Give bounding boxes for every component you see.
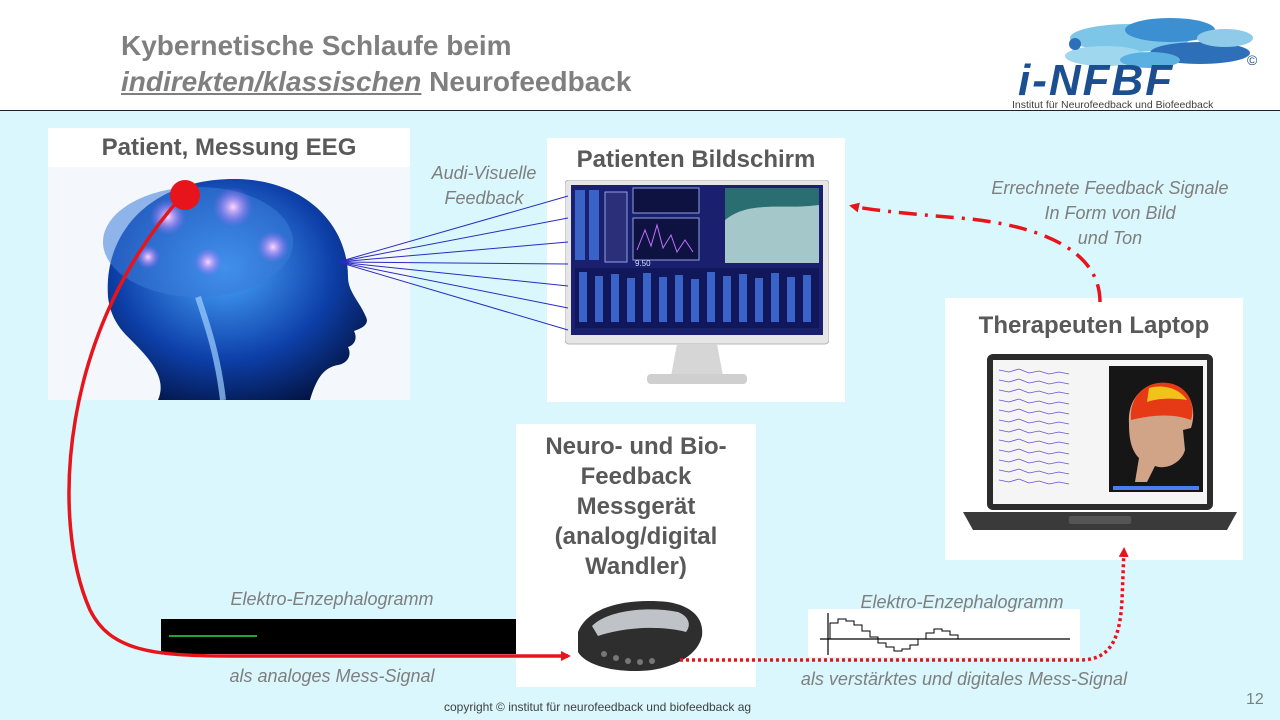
eeg-analog-strip: [161, 619, 516, 654]
logo-subtitle: Institut für Neurofeedback und Biofeedba…: [1012, 99, 1214, 111]
logo: i-NFBF © Institut für Neurofeedback und …: [1010, 8, 1272, 112]
footer-copyright: copyright © institut für neurofeedback u…: [444, 700, 752, 714]
page-number: 12: [1246, 691, 1264, 708]
device-label: Neuro- und Bio- Feedback Messgerät (anal…: [516, 432, 756, 582]
note-line: In Form von Bild: [1044, 203, 1176, 223]
note-line: Errechnete Feedback Signale: [991, 178, 1229, 198]
digital-signal-arrow: [680, 547, 1129, 662]
note-audio-visual: Audi-Visuelle Feedback: [410, 161, 558, 211]
analog-signal-arrow: [67, 193, 571, 661]
screen-label: Patienten Bildschirm: [576, 146, 816, 173]
device-panel: Neuro- und Bio- Feedback Messgerät (anal…: [516, 424, 756, 687]
note-line: und Ton: [1077, 228, 1143, 248]
note-eeg-left-top: Elektro-Enzephalogramm: [230, 589, 434, 609]
patient-panel: Patient, Messung EEG: [48, 128, 410, 400]
screen-level-value: 9.50: [635, 259, 651, 268]
title-emphasis: indirekten/klassischen: [121, 66, 422, 97]
laptop-image: [963, 354, 1237, 530]
device-label-line: (analog/digital: [554, 523, 718, 550]
eeg-amplifier-image: [578, 601, 703, 672]
note-eeg-right-top: Elektro-Enzephalogramm: [860, 592, 1064, 612]
logo-graphic: [1065, 18, 1253, 68]
note-line: Feedback: [444, 188, 524, 208]
patient-screen-panel: Patienten Bildschirm 9.50: [547, 138, 845, 402]
device-label-line: Messgerät: [576, 493, 696, 520]
logo-copyright: ©: [1247, 52, 1258, 68]
title-rest: Neurofeedback: [421, 66, 632, 97]
title-line-2: indirekten/klassischen Neurofeedback: [121, 64, 631, 100]
patient-label: Patient, Messung EEG: [101, 134, 357, 161]
logo-mark: i-NFBF: [1018, 56, 1175, 105]
monitor-image: [565, 180, 829, 384]
laptop-label: Therapeuten Laptop: [978, 312, 1210, 339]
feedback-signal-arrow: [849, 202, 1102, 303]
device-label-line: Feedback: [580, 463, 692, 490]
title-line-1: Kybernetische Schlaufe beim: [121, 30, 512, 61]
device-label-line: Neuro- und Bio-: [545, 433, 727, 460]
title-divider: [0, 110, 1280, 111]
note-feedback-signals: Errechnete Feedback Signale In Form von …: [950, 176, 1270, 251]
eeg-analog-trace: [169, 635, 257, 637]
note-eeg-right-bottom: als verstärktes und digitales Mess-Signa…: [800, 669, 1128, 689]
device-label-line: Wandler): [585, 553, 687, 580]
laptop-panel: Therapeuten Laptop: [945, 298, 1243, 560]
slide-title: Kybernetische Schlaufe beim indirekten/k…: [121, 28, 631, 100]
note-line: Audi-Visuelle: [431, 163, 537, 183]
eeg-digital-graph: [808, 609, 1080, 657]
note-eeg-left-bottom: als analoges Mess-Signal: [229, 666, 435, 686]
eeg-digital-trace: [820, 613, 1070, 655]
feedback-rays: [337, 195, 569, 331]
brain-head-image: [48, 167, 410, 400]
